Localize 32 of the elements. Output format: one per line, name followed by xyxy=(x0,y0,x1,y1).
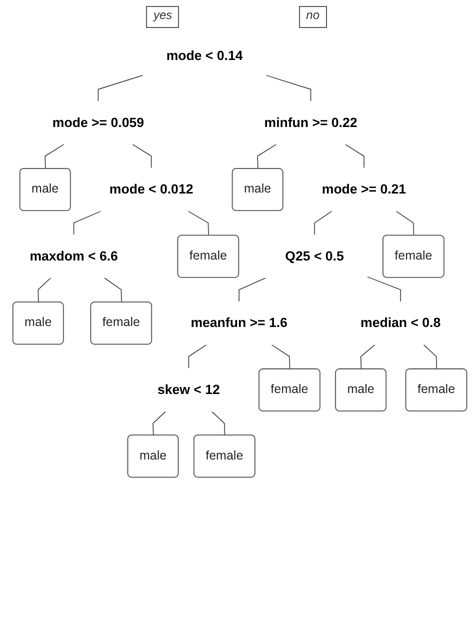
connector xyxy=(344,144,364,168)
branch-label: yes xyxy=(146,6,180,28)
node-text: mode >= 0.059 xyxy=(52,115,144,130)
node-text: mode >= 0.21 xyxy=(322,182,406,197)
connector xyxy=(314,210,332,236)
node-text: Q25 < 0.5 xyxy=(285,248,344,264)
node-text: mode < 0.012 xyxy=(109,182,194,197)
connector xyxy=(132,144,152,168)
node-text: mode < 0.14 xyxy=(166,48,243,64)
connector xyxy=(188,344,207,369)
connector xyxy=(257,144,277,170)
connector xyxy=(396,210,414,236)
node-text: skew < 12 xyxy=(157,382,220,398)
connector xyxy=(73,210,102,236)
connector xyxy=(44,144,64,170)
connector xyxy=(366,276,401,302)
connector xyxy=(360,344,376,370)
connector xyxy=(152,411,166,436)
node-text: median < 0.8 xyxy=(360,316,441,330)
connector xyxy=(271,344,290,370)
connector xyxy=(104,278,122,303)
node-text: maxdom < 6.6 xyxy=(30,248,118,264)
connector xyxy=(423,344,438,370)
connector xyxy=(238,278,266,302)
connector xyxy=(98,74,144,102)
connector xyxy=(266,74,312,102)
node-text: meanfun >= 1.6 xyxy=(190,316,288,330)
node-text: minfun >= 0.22 xyxy=(264,115,358,130)
connector xyxy=(188,210,209,236)
connector xyxy=(211,411,226,436)
branch-label: no xyxy=(299,6,327,28)
connector xyxy=(38,278,52,303)
